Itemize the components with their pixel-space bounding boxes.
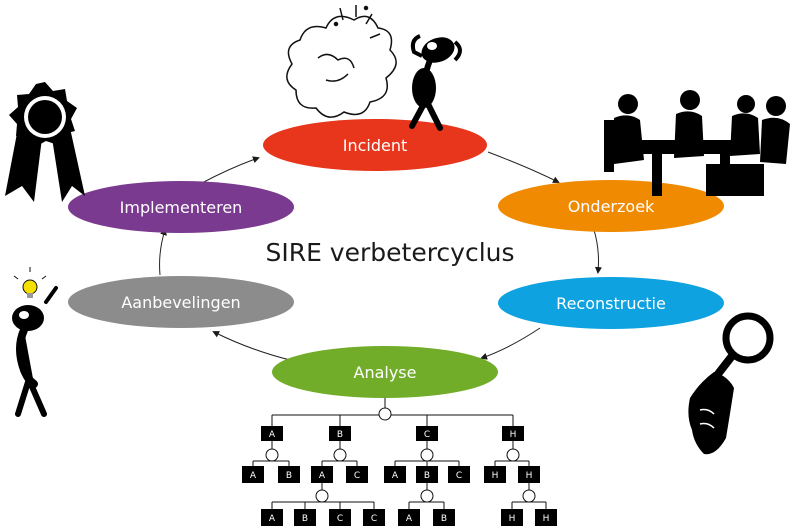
tree-box: A (261, 426, 283, 441)
node-onderzoek-label: Onderzoek (568, 197, 655, 216)
svg-text:H: H (492, 471, 499, 481)
svg-text:H: H (543, 514, 550, 524)
tree-gate (522, 489, 536, 503)
tree-box: B (294, 509, 316, 526)
arrow-incident-onderzoek (487, 151, 560, 183)
tree-gate (315, 489, 329, 503)
tree-box: H (535, 509, 557, 526)
svg-text:B: B (337, 430, 343, 440)
tree-box: H (501, 509, 523, 526)
svg-text:A: A (392, 471, 399, 481)
svg-text:A: A (406, 514, 413, 524)
svg-text:A: A (250, 471, 257, 481)
svg-text:H: H (526, 471, 533, 481)
explosion-icon (286, 5, 397, 118)
node-reconstructie: Reconstructie (498, 277, 724, 329)
arrow-implementeren-incident (199, 156, 260, 185)
tree-box: B (433, 509, 455, 526)
tree-box: A (384, 466, 406, 483)
node-incident: Incident (263, 119, 487, 171)
svg-text:A: A (269, 430, 276, 440)
tree-box: B (416, 466, 438, 483)
rosette-icon (5, 82, 85, 202)
fault-tree (252, 398, 547, 509)
tree-box: A (242, 466, 264, 483)
magnifier-hand-icon (688, 312, 774, 455)
svg-text:H: H (510, 430, 517, 440)
svg-text:C: C (354, 471, 360, 481)
svg-text:B: B (441, 514, 447, 524)
tree-gate (506, 448, 520, 462)
node-implementeren-label: Implementeren (120, 198, 243, 217)
diagram-title: SIRE verbetercyclus (265, 238, 514, 267)
tree-gate (378, 407, 392, 421)
svg-text:C: C (424, 430, 430, 440)
tree-box: A (398, 509, 420, 526)
tree-box: B (329, 426, 351, 441)
tree-box: H (502, 426, 524, 441)
tree-gate (333, 448, 347, 462)
tree-box: C (416, 426, 438, 441)
svg-text:A: A (269, 514, 276, 524)
node-analyse: Analyse (272, 346, 498, 398)
arrow-analyse-aanbevelingen (212, 331, 291, 361)
svg-text:B: B (424, 471, 430, 481)
meeting-icon (604, 90, 790, 196)
cycle-arrows (159, 151, 602, 361)
svg-text:B: B (302, 514, 308, 524)
node-implementeren: Implementeren (68, 181, 294, 233)
node-analyse-label: Analyse (354, 363, 417, 382)
tree-level3: A B C C A B H H (261, 509, 557, 526)
node-aanbevelingen: Aanbevelingen (68, 276, 294, 328)
tree-box: A (311, 466, 333, 483)
tree-box: H (518, 466, 540, 483)
tree-level2: A B A C A B C H H (242, 466, 540, 483)
tree-gate (265, 448, 279, 462)
svg-text:B: B (286, 471, 292, 481)
node-incident-label: Incident (343, 136, 408, 155)
svg-text:C: C (456, 471, 462, 481)
arrow-onderzoek-reconstructie (593, 229, 602, 274)
svg-text:H: H (509, 514, 516, 524)
tree-box: B (278, 466, 300, 483)
tree-gate (420, 448, 434, 462)
node-onderzoek: Onderzoek (498, 180, 724, 232)
tree-box: C (363, 509, 385, 526)
tree-box: C (346, 466, 368, 483)
svg-text:A: A (319, 471, 326, 481)
tree-level1: A B C H (261, 426, 524, 441)
tree-box: C (448, 466, 470, 483)
tree-gate (420, 489, 434, 503)
svg-text:C: C (371, 514, 377, 524)
arrow-reconstructie-analyse (480, 327, 541, 360)
node-reconstructie-label: Reconstructie (556, 294, 666, 313)
svg-text:C: C (337, 514, 343, 524)
idea-person-icon (12, 267, 58, 417)
tree-box: H (484, 466, 506, 483)
tree-box: A (261, 509, 283, 526)
stressed-person-icon (409, 34, 462, 131)
node-aanbevelingen-label: Aanbevelingen (121, 293, 240, 312)
arrow-aanbevelingen-implementeren (159, 228, 167, 276)
tree-box: C (329, 509, 351, 526)
